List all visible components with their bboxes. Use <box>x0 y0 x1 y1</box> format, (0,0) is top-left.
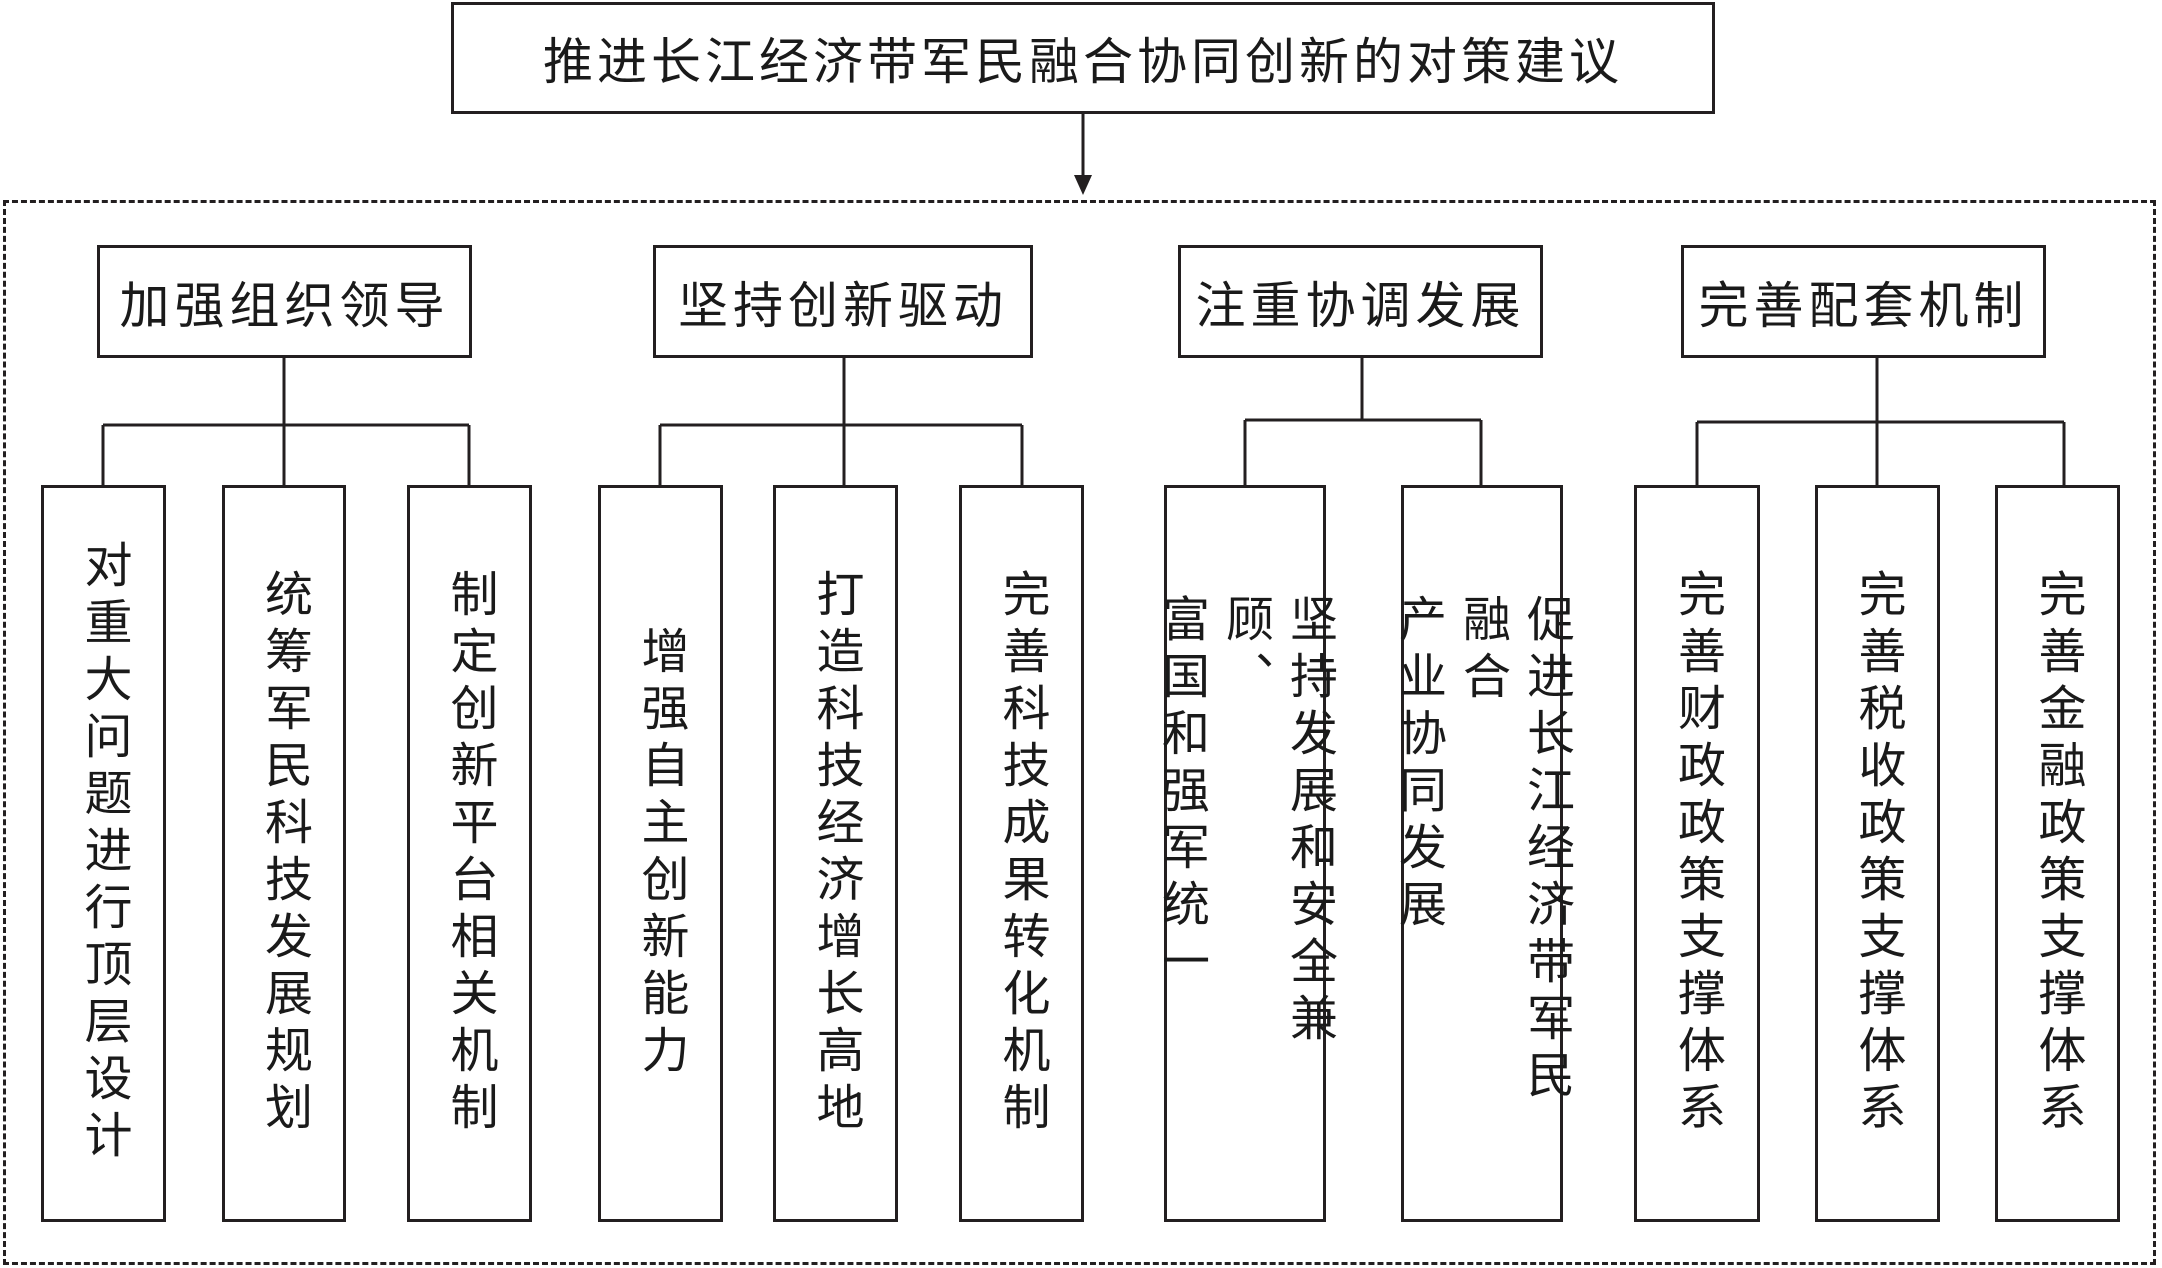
leaf-box: 统筹军民科技发展规划 <box>222 485 346 1222</box>
leaf-text: 增强自主创新能力 <box>632 625 689 1082</box>
leaf-text: 完善税收政策支撑体系 <box>1849 568 1906 1139</box>
leaf-box: 增强自主创新能力 <box>598 485 723 1222</box>
category-label: 注重协调发展 <box>1195 276 1526 335</box>
leaf-text: 坚持发展和安全兼顾、 富国和强军统一 <box>1149 594 1341 1114</box>
category-box-4: 完善配套机制 <box>1681 245 2046 358</box>
leaf-text-column: 促进长江经济带军民融合 <box>1454 593 1574 1107</box>
leaf-text: 打造科技经济增长高地 <box>807 568 864 1139</box>
leaf-box: 完善科技成果转化机制 <box>959 485 1084 1222</box>
leaf-text: 完善财政政策支撑体系 <box>1669 568 1725 1139</box>
leaf-text-column: 坚持发展和安全兼顾、 <box>1217 593 1337 1050</box>
leaf-text: 促进长江经济带军民融合 产业协同发展 <box>1386 594 1578 1114</box>
leaf-text-column: 富国和强军统一 <box>1153 593 1209 993</box>
category-label: 完善配套机制 <box>1698 276 2029 335</box>
root-title-box: 推进长江经济带军民融合协同创新的对策建议 <box>451 2 1715 114</box>
leaf-text: 对重大问题进行顶层设计 <box>75 540 132 1167</box>
leaf-text: 完善金融政策支撑体系 <box>2029 568 2086 1139</box>
leaf-text: 统筹军民科技发展规划 <box>256 568 312 1139</box>
leaf-box: 完善税收政策支撑体系 <box>1815 485 1940 1222</box>
leaf-box: 对重大问题进行顶层设计 <box>41 485 166 1222</box>
category-box-1: 加强组织领导 <box>97 245 472 358</box>
category-label: 加强组织领导 <box>119 276 450 335</box>
leaf-box: 坚持发展和安全兼顾、 富国和强军统一 <box>1153 485 1337 1222</box>
leaf-box: 完善财政政策支撑体系 <box>1634 485 1760 1222</box>
category-label: 坚持创新驱动 <box>678 276 1008 335</box>
root-title: 推进长江经济带军民融合协同创新的对策建议 <box>543 33 1623 91</box>
category-box-2: 坚持创新驱动 <box>653 245 1033 358</box>
leaf-box: 促进长江经济带军民融合 产业协同发展 <box>1390 485 1574 1222</box>
leaf-text: 制定创新平台相关机制 <box>441 568 498 1139</box>
leaf-text: 完善科技成果转化机制 <box>993 568 1050 1139</box>
category-box-3: 注重协调发展 <box>1178 245 1543 358</box>
title-arrowhead <box>1074 175 1092 195</box>
dashed-frame <box>3 200 2156 1265</box>
leaf-text-column: 产业协同发展 <box>1390 593 1446 936</box>
leaf-box: 打造科技经济增长高地 <box>773 485 898 1222</box>
leaf-box: 完善金融政策支撑体系 <box>1995 485 2120 1222</box>
leaf-box: 制定创新平台相关机制 <box>407 485 532 1222</box>
